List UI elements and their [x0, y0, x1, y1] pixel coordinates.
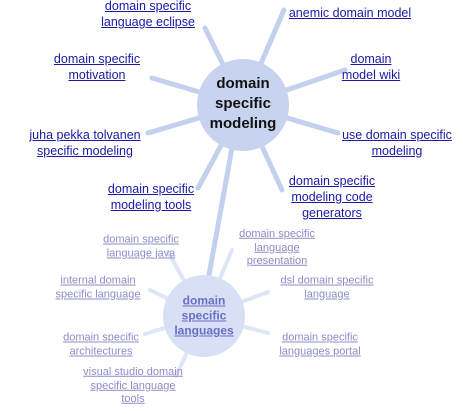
node-domain-specific-language-eclipse[interactable]: domain specific language eclipse	[101, 0, 195, 30]
node-line: architectures	[69, 345, 133, 357]
node-line: presentation	[246, 254, 308, 267]
node-line: language java	[106, 247, 176, 259]
node-line: domain specific	[107, 182, 195, 196]
node-line: language	[254, 241, 300, 254]
sub-hub-line: domain	[182, 293, 226, 308]
node-domain-specific-language-presentation[interactable]: domain specific language presentation	[239, 228, 315, 269]
node-line: motivation	[68, 68, 126, 82]
node-domain-specific-language-java[interactable]: domain specific language java	[103, 234, 179, 261]
node-domain-specific-modeling-code-generators[interactable]: domain specific modeling code generators	[289, 173, 375, 221]
sub-hub-domain-specific-languages[interactable]: domain specific languages	[174, 294, 233, 339]
node-line: domain specific	[63, 331, 139, 344]
node-domain-specific-motivation[interactable]: domain specific motivation	[54, 51, 140, 83]
node-line: languages portal	[279, 345, 361, 357]
main-hub-line: domain	[216, 75, 270, 92]
main-hub-line: modeling	[209, 115, 277, 132]
sub-hub-circle	[163, 275, 245, 357]
main-hub-circle	[197, 59, 289, 151]
node-line: language	[304, 288, 350, 300]
node-line: domain specific	[53, 52, 141, 66]
hub-connector	[204, 145, 235, 289]
node-use-domain-specific-modeling[interactable]: use domain specific modeling	[342, 127, 452, 159]
node-domain-specific-languages-portal[interactable]: domain specific languages portal	[279, 332, 360, 359]
main-hub-label: domain specific modeling	[210, 74, 277, 134]
node-line: anemic domain model	[288, 6, 412, 20]
node-line: domain specific	[239, 227, 315, 240]
node-line: generators	[302, 206, 362, 220]
node-line: specific language	[55, 288, 141, 300]
node-anemic-domain-model[interactable]: anemic domain model	[289, 5, 411, 21]
node-line: specific language	[90, 379, 176, 392]
node-domain-model-wiki[interactable]: domain model wiki	[342, 51, 400, 83]
node-juha-pekka-tolvanen-specific-modeling[interactable]: juha pekka tolvanen specific modeling	[29, 127, 140, 159]
node-dsl-domain-specific-language[interactable]: dsl domain specific language	[281, 275, 374, 302]
node-domain-specific-architectures[interactable]: domain specific architectures	[63, 332, 139, 359]
node-line: modeling	[371, 144, 423, 158]
node-line: domain specific	[288, 174, 376, 188]
node-line: dsl domain specific	[280, 274, 374, 287]
node-line: language eclipse	[101, 15, 195, 29]
node-visual-studio-domain-specific-language-tools[interactable]: visual studio domain specific language t…	[83, 366, 183, 407]
node-line: use domain specific	[342, 128, 452, 142]
sub-hub-line: languages	[174, 323, 234, 338]
node-line: domain specific	[282, 331, 358, 344]
node-line: domain specific	[103, 233, 179, 246]
node-internal-domain-specific-language[interactable]: internal domain specific language	[55, 275, 140, 302]
node-domain-specific-modeling-tools[interactable]: domain specific modeling tools	[108, 181, 194, 213]
node-line: internal domain	[60, 274, 136, 287]
node-line: domain specific	[104, 0, 192, 13]
node-line: modeling code	[291, 190, 373, 204]
node-line: juha pekka tolvanen	[29, 128, 141, 142]
sub-hub-line: specific	[181, 308, 227, 323]
node-line: specific modeling	[37, 144, 133, 158]
node-line: model wiki	[341, 68, 401, 82]
node-line: domain	[350, 52, 392, 66]
node-line: tools	[121, 392, 145, 405]
node-line: visual studio domain	[83, 365, 183, 378]
main-hub-line: specific	[215, 95, 271, 112]
node-line: modeling tools	[110, 198, 192, 212]
